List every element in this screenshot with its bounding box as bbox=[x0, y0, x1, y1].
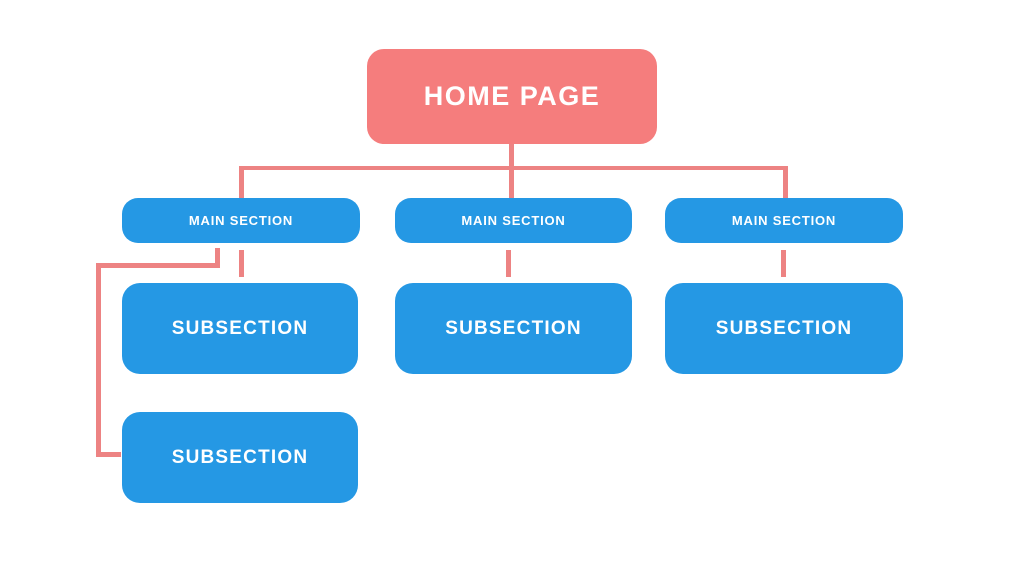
node-main-section-3: MAIN SECTION bbox=[665, 198, 903, 243]
connector-main-1-to-sub-1 bbox=[239, 250, 244, 277]
node-main-section-1: MAIN SECTION bbox=[122, 198, 360, 243]
connector-elbow-to-sub-4 bbox=[96, 452, 121, 457]
connector-main-2-to-sub-2 bbox=[506, 250, 511, 277]
node-subsection-3: SUBSECTION bbox=[665, 283, 903, 374]
node-subsection-4: SUBSECTION bbox=[122, 412, 358, 503]
node-main-section-2: MAIN SECTION bbox=[395, 198, 632, 243]
connector-main-1-elbow-stub bbox=[215, 248, 220, 266]
connector-rail-to-main-2 bbox=[509, 166, 514, 198]
connector-main-3-to-sub-3 bbox=[781, 250, 786, 277]
connector-elbow-top-horizontal bbox=[96, 263, 220, 268]
connector-home-to-rail bbox=[509, 143, 514, 170]
connector-rail-to-main-3 bbox=[783, 166, 788, 198]
node-subsection-2: SUBSECTION bbox=[395, 283, 632, 374]
connector-elbow-vertical bbox=[96, 263, 101, 457]
node-home-page: HOME PAGE bbox=[367, 49, 657, 144]
node-subsection-1: SUBSECTION bbox=[122, 283, 358, 374]
connector-rail-to-main-1 bbox=[239, 166, 244, 198]
